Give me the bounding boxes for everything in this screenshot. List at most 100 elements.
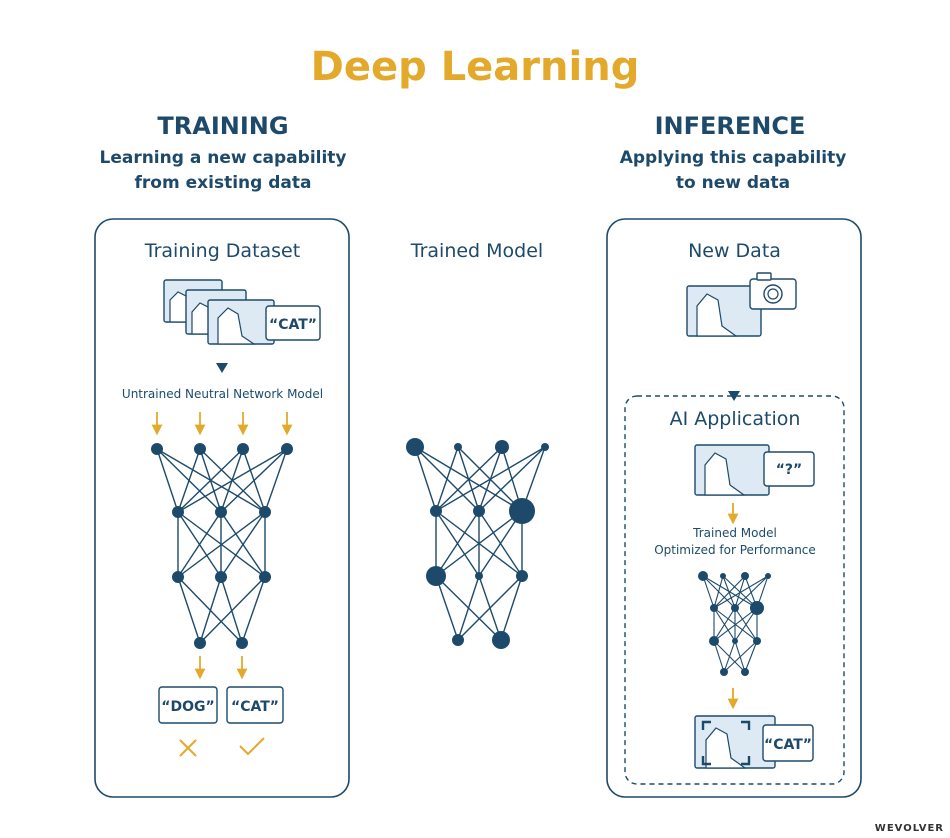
- network-edge: [177, 448, 201, 513]
- result-tag: “CAT”: [764, 737, 812, 753]
- network-edge: [177, 576, 201, 644]
- network-node: [430, 505, 442, 517]
- network-edge: [435, 446, 459, 512]
- input-arrows: [151, 412, 293, 436]
- network-node: [237, 443, 249, 455]
- question-tag: “?”: [776, 462, 803, 478]
- network-node: [765, 573, 771, 579]
- network-edge: [177, 511, 266, 578]
- network-edge: [264, 448, 288, 513]
- network-edge: [723, 640, 736, 673]
- trained-model-line1: Trained Model: [693, 526, 777, 540]
- network-edge: [414, 446, 437, 512]
- network-edge: [734, 575, 769, 609]
- untrained-network: [151, 443, 293, 649]
- network-edge: [435, 575, 459, 641]
- network-edge: [713, 575, 724, 609]
- training-heading: TRAINING: [157, 112, 289, 140]
- network-edge: [435, 446, 546, 512]
- network-node: [259, 571, 271, 583]
- ai-application-label: AI Application: [669, 408, 801, 430]
- inference-subtitle-line2: to new data: [675, 173, 791, 193]
- network-edge: [713, 575, 746, 609]
- network-node: [172, 571, 184, 583]
- network-node: [151, 443, 163, 455]
- focus-frame-icon: [701, 720, 751, 766]
- ai-app-image: [694, 444, 815, 496]
- network-edge: [713, 575, 769, 609]
- network-node: [454, 443, 462, 451]
- network-edge: [435, 446, 503, 512]
- network-node: [426, 566, 446, 586]
- network-node: [194, 637, 206, 649]
- network-node: [709, 636, 719, 646]
- network-edge: [457, 575, 480, 641]
- camera-icon: [749, 272, 797, 310]
- ai-application-box: [624, 395, 845, 785]
- trained-model-line2: Optimized for Performance: [654, 543, 816, 557]
- untrained-model-label: Untrained Neutral Network Model: [121, 387, 324, 401]
- network-edge: [500, 575, 523, 641]
- network-edge: [177, 511, 222, 578]
- watermark-logo: WEVOLVER: [874, 823, 944, 834]
- trained-network: [406, 438, 549, 649]
- network-node: [750, 601, 764, 615]
- network-node: [731, 604, 739, 612]
- dataset-tag: “CAT”: [269, 317, 317, 333]
- network-node: [720, 573, 726, 579]
- network-node: [698, 571, 708, 581]
- optimized-network: [698, 571, 771, 676]
- network-node: [236, 637, 248, 649]
- network-edge: [435, 510, 480, 577]
- network-edge: [220, 511, 266, 578]
- inference-heading: INFERENCE: [654, 112, 806, 140]
- network-edge: [220, 576, 243, 644]
- network-node: [516, 570, 528, 582]
- output-arrows: [194, 656, 248, 680]
- inference-subtitle-line1: Applying this capability: [619, 148, 847, 168]
- network-node: [541, 443, 549, 451]
- training-subtitle-line2: from existing data: [134, 173, 312, 193]
- network-edge: [241, 576, 266, 644]
- new-data-image: [686, 285, 762, 337]
- training-subtitle-line1: Learning a new capability: [99, 148, 347, 168]
- network-edge: [199, 576, 266, 644]
- network-node: [710, 604, 718, 612]
- network-node: [732, 638, 738, 644]
- network-edge: [220, 448, 288, 513]
- network-edge: [177, 448, 288, 513]
- network-node: [509, 498, 535, 524]
- network-node: [215, 571, 227, 583]
- result-image: [694, 715, 814, 769]
- network-node: [495, 440, 509, 454]
- network-edge: [156, 448, 179, 513]
- training-panel: [94, 218, 350, 798]
- network-edge: [713, 607, 758, 642]
- wrong-x-icon: [179, 739, 197, 757]
- network-edge: [457, 575, 523, 641]
- network-node: [492, 631, 510, 649]
- training-dataset-images: [163, 279, 321, 345]
- network-node: [741, 572, 749, 580]
- down-arrow-icon: [216, 363, 228, 373]
- network-node: [172, 506, 184, 518]
- network-node: [194, 443, 206, 455]
- network-edge: [744, 640, 758, 673]
- page-title: Deep Learning: [310, 44, 640, 90]
- network-node: [741, 668, 749, 676]
- network-node: [473, 505, 485, 517]
- network-edge: [713, 640, 725, 673]
- network-node: [281, 443, 293, 455]
- new-data-label: New Data: [688, 240, 781, 262]
- output-cat-label: “CAT”: [231, 699, 279, 715]
- network-node: [406, 438, 424, 456]
- output-dog-label: “DOG”: [161, 699, 214, 715]
- output-dog-box: [158, 686, 218, 724]
- output-cat-box: [226, 686, 284, 724]
- network-edge: [177, 448, 244, 513]
- network-node: [720, 668, 728, 676]
- trained-model-label: Trained Model: [410, 240, 544, 262]
- network-node: [215, 506, 227, 518]
- network-node: [753, 637, 761, 645]
